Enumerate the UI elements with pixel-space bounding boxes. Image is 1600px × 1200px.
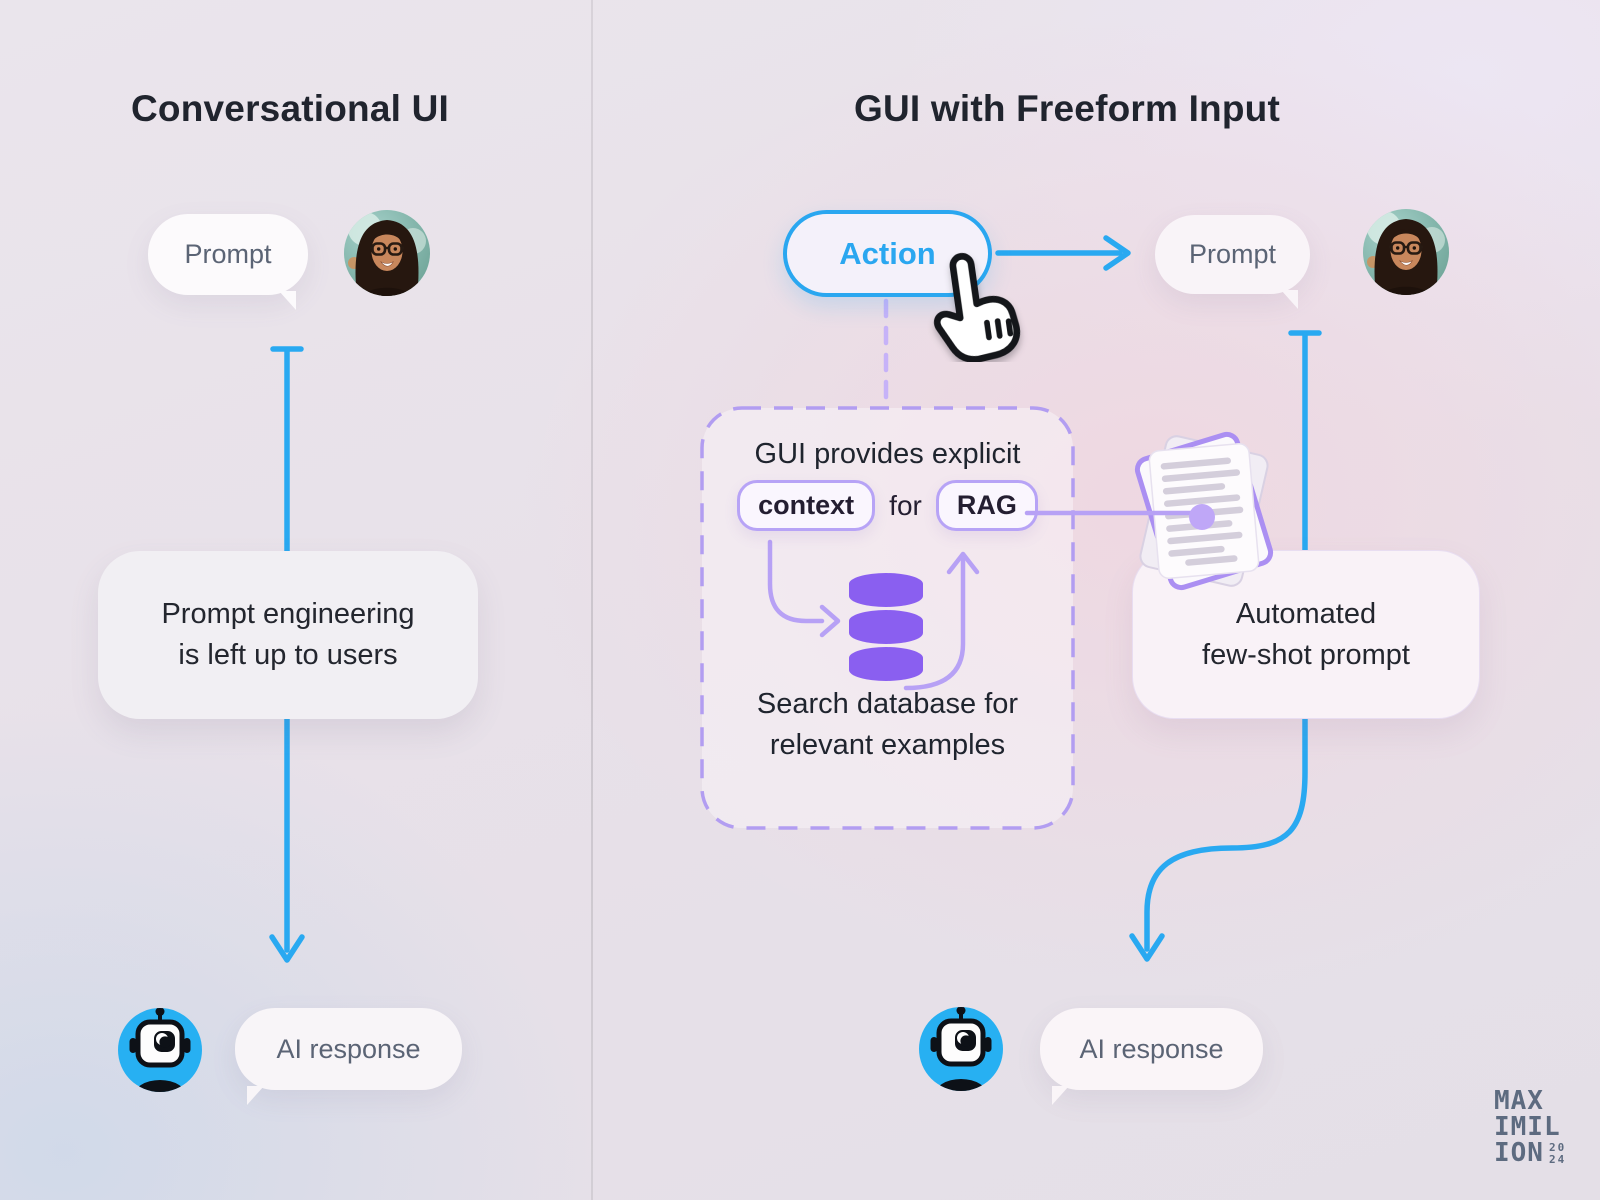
ragbox-heading: GUI provides explicit (754, 438, 1021, 470)
logo-row: ION (1494, 1138, 1544, 1168)
ai-response-bubble-left: AI response (235, 1008, 462, 1105)
action-button[interactable]: Action (783, 210, 992, 297)
user-prompt-bubble-right: Prompt (1155, 215, 1310, 309)
action-to-prompt-arrow (995, 235, 1131, 271)
note-line: Prompt engineering (161, 598, 415, 630)
brand-logo: MAX IMIL ION 20 24 (1494, 1088, 1594, 1166)
rag-pill: RAG (935, 480, 1038, 531)
bubble-label: Prompt (1188, 239, 1277, 269)
bubble-label: Prompt (184, 239, 272, 269)
note-box: Prompt engineering is left up to users (98, 551, 478, 719)
database-to-rag-arrow (903, 557, 966, 691)
user-prompt-bubble-left: Prompt (148, 214, 308, 310)
ragbox-caption: Search database for relevant examples (702, 684, 1073, 766)
arrowhead (819, 604, 841, 638)
right-panel-title: GUI with Freeform Input (854, 88, 1280, 129)
left-panel-title: Conversational UI (131, 88, 449, 129)
ragbox-pill-row: context for RAG (702, 480, 1073, 531)
logo-year: 20 24 (1548, 1141, 1567, 1166)
automated-line: few-shot prompt (1202, 638, 1410, 671)
connector-word: for (889, 489, 922, 521)
note-line: is left up to users (178, 639, 398, 671)
caption-line: relevant examples (769, 729, 1006, 761)
caption-line: Search database for (756, 688, 1019, 720)
arrowhead (946, 551, 980, 575)
panel-divider (591, 0, 593, 1200)
logo-row: MAX (1494, 1086, 1544, 1116)
context-pill: context (737, 480, 876, 531)
bubble-label: AI response (276, 1033, 421, 1064)
logo-row: IMIL (1494, 1112, 1561, 1142)
ai-response-bubble-right: AI response (1040, 1008, 1263, 1105)
automated-line: Automated (1235, 597, 1377, 630)
automated-prompt-box: Automated few-shot prompt (1132, 550, 1480, 719)
database-icon (849, 573, 923, 681)
context-to-database-arrow (767, 539, 825, 624)
bubble-label: AI response (1079, 1033, 1224, 1064)
